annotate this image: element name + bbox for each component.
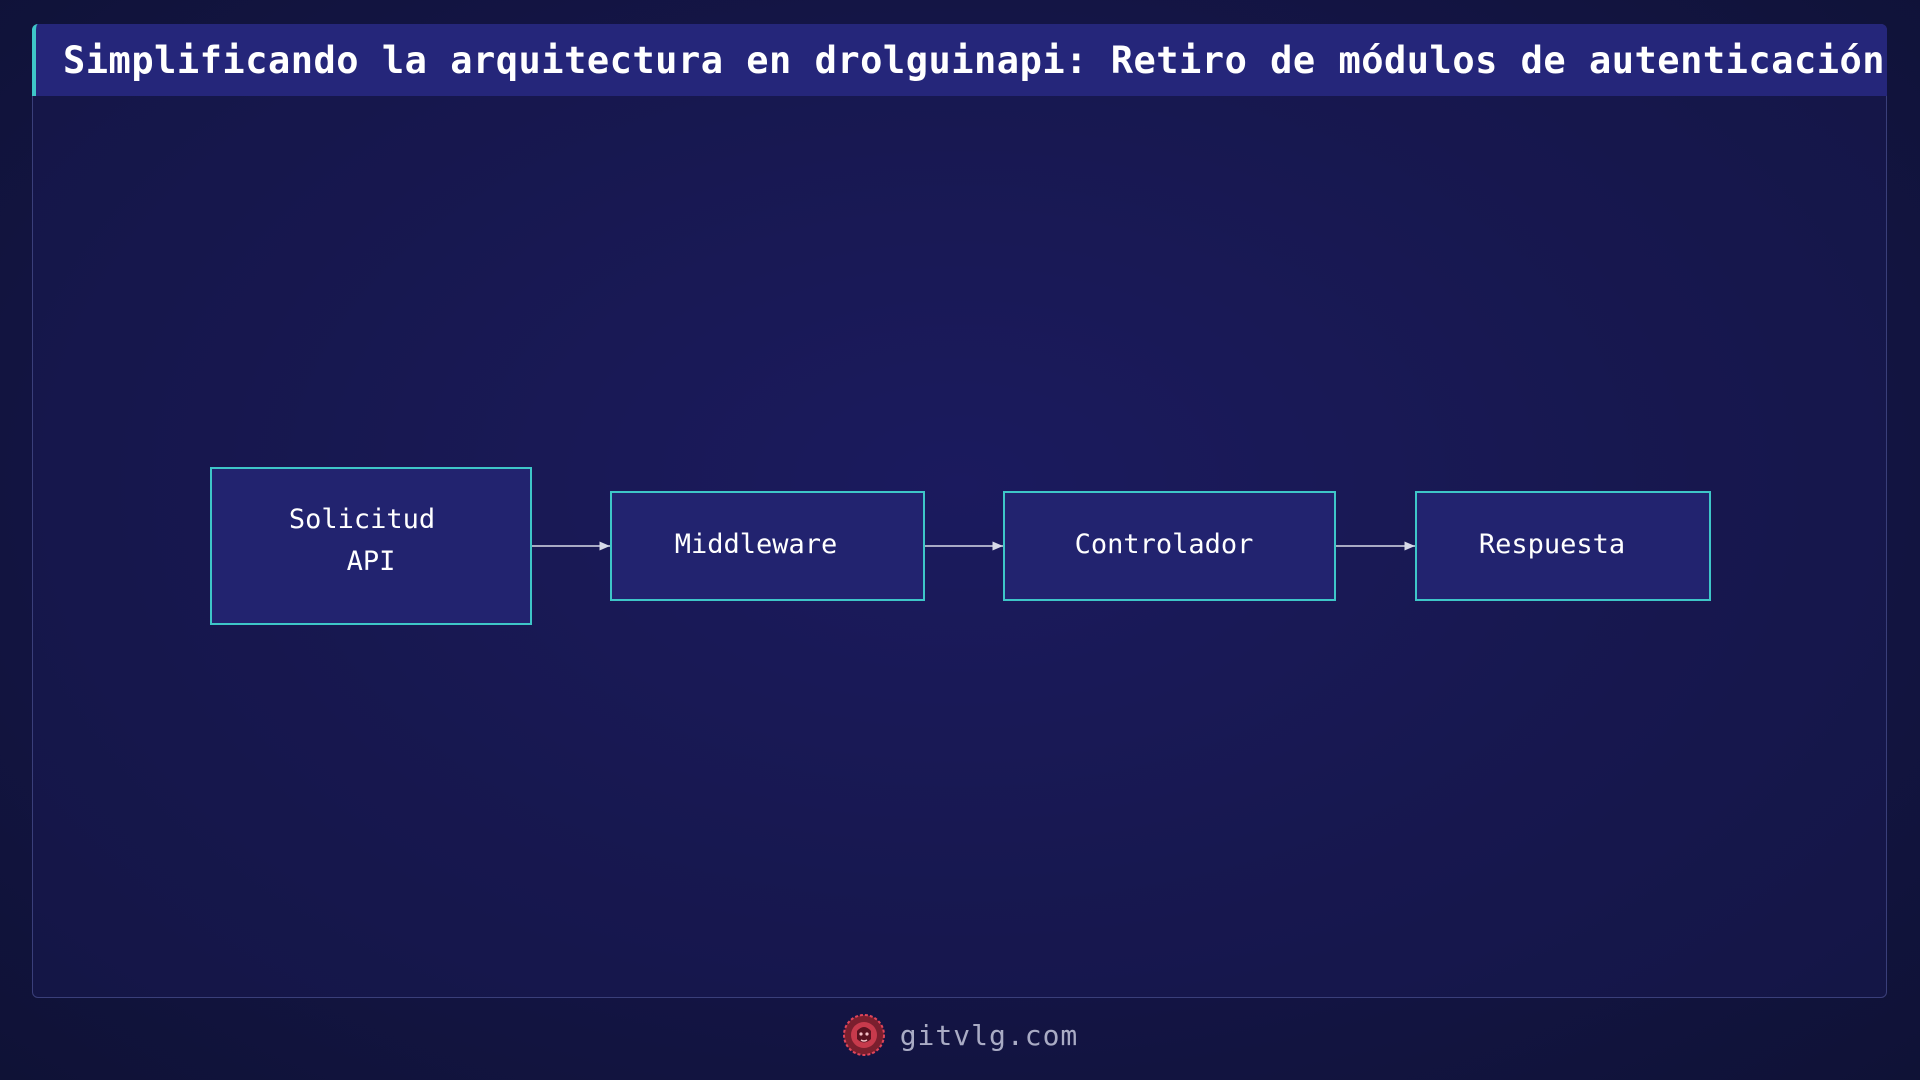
page-title: Simplificando la arquitectura en drolgui… — [63, 38, 1886, 82]
node-respuesta: Respuesta — [1415, 491, 1711, 601]
node-controlador: Controlador — [1003, 491, 1336, 601]
lion-logo-icon — [842, 1014, 885, 1056]
footer-site-link[interactable]: gitvlg.com — [899, 1018, 1079, 1052]
node-respuesta-label: Respuesta — [1479, 529, 1625, 560]
node-middleware-label: Middleware — [675, 529, 838, 560]
node-middleware: Middleware — [610, 491, 925, 601]
title-bar: Simplificando la arquitectura en drolgui… — [32, 24, 1887, 96]
node-controlador-label: Controlador — [1075, 529, 1254, 560]
footer: gitvlg.com — [0, 1010, 1920, 1060]
node-solicitud-api-label-line2: API — [347, 546, 396, 577]
node-solicitud-api: Solicitud API — [210, 467, 532, 625]
node-solicitud-api-label-line1: Solicitud — [289, 504, 435, 535]
